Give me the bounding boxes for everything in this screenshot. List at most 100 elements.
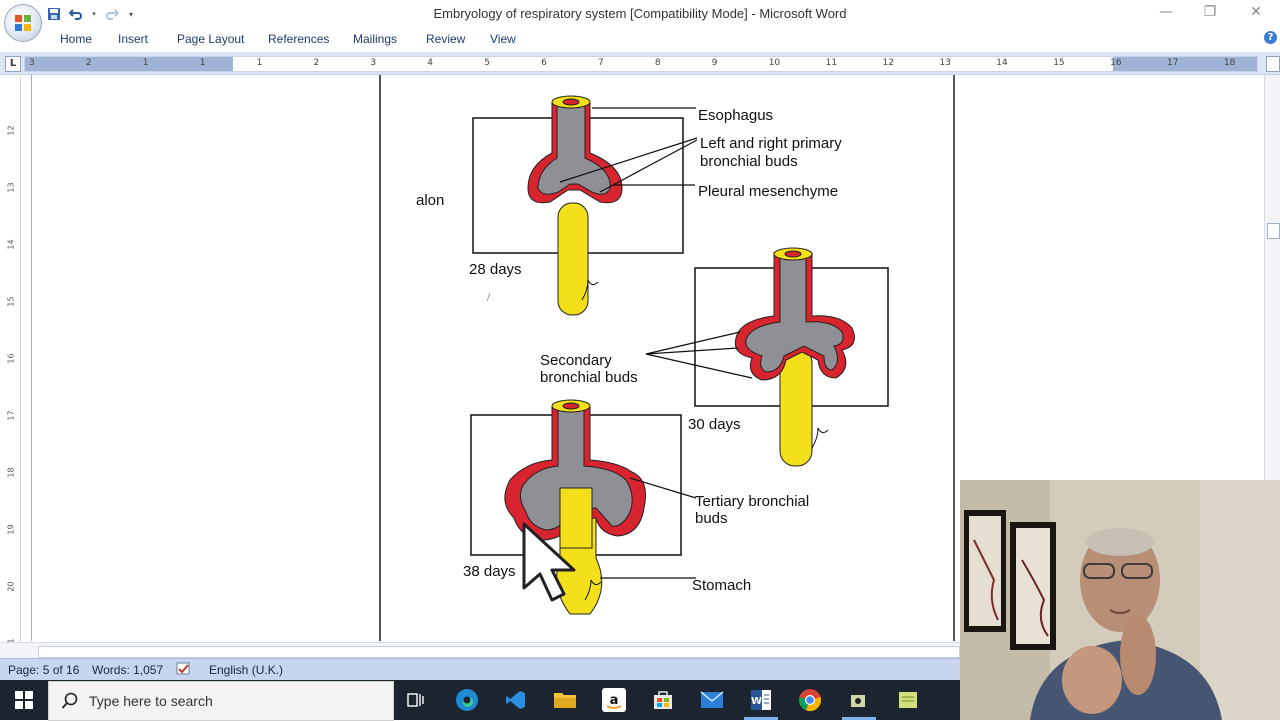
- page-edge-left: [379, 75, 381, 641]
- ruler-number: 14: [6, 239, 16, 250]
- word-active-indicator: [744, 717, 778, 720]
- ruler-number: 15: [6, 296, 16, 307]
- status-page[interactable]: Page: 5 of 16: [8, 663, 80, 677]
- label-primary-buds-2: bronchial buds: [700, 153, 798, 170]
- ruler-number: 5: [484, 58, 490, 68]
- ruler-number: 18: [6, 467, 16, 478]
- ruler-number: 14: [996, 58, 1008, 68]
- page-edge-left-prev: [31, 75, 32, 641]
- redo-icon[interactable]: [104, 6, 120, 22]
- ruler-number: 1: [256, 58, 263, 68]
- horizontal-scroll-thumb[interactable]: [38, 646, 960, 658]
- ruler-number: 11: [825, 58, 838, 68]
- ruler-number: 18: [1223, 58, 1236, 68]
- label-primary-buds-1: Left and right primary: [700, 135, 842, 152]
- status-language[interactable]: English (U.K.): [209, 663, 284, 677]
- ruler-number: 1: [199, 58, 206, 68]
- help-icon[interactable]: ?: [1264, 31, 1277, 44]
- word-icon[interactable]: W: [747, 686, 775, 714]
- gut-28-days: [557, 202, 589, 316]
- mouse-cursor-icon: [522, 522, 576, 602]
- horizontal-scrollbar[interactable]: [0, 642, 960, 659]
- title-bar: [0, 0, 1280, 28]
- lung-development-figure: [470, 95, 889, 615]
- vertical-ruler[interactable]: 12131415161718192021: [4, 76, 21, 649]
- edge-icon[interactable]: [453, 686, 481, 714]
- primary-buds-endoderm: [537, 101, 611, 195]
- quick-access-toolbar: ▾ ▾: [46, 5, 136, 23]
- label-secondary-buds-1: Secondary: [540, 352, 612, 369]
- tab-mailings[interactable]: Mailings: [353, 32, 398, 46]
- webcam-overlay: [960, 480, 1280, 720]
- restore-button[interactable]: ❐: [1203, 4, 1217, 20]
- tab-review[interactable]: Review: [426, 32, 466, 46]
- ruler-number: 7: [598, 58, 604, 68]
- presenter-video-frame: [960, 480, 1280, 720]
- label-tertiary-buds-2: buds: [695, 510, 728, 527]
- ruler-number: 20: [6, 581, 16, 592]
- search-icon: [61, 692, 78, 709]
- ruler-number: 2: [313, 58, 320, 68]
- status-words[interactable]: Words: 1,057: [92, 663, 164, 677]
- ruler-number: 3: [29, 58, 35, 68]
- ruler-number: 1: [142, 58, 149, 68]
- ruler-number: 17: [1167, 58, 1179, 68]
- customize-qat-icon[interactable]: ▾: [128, 9, 133, 19]
- label-secondary-buds-2: bronchial buds: [540, 369, 638, 386]
- office-button[interactable]: [4, 4, 42, 42]
- camera-app-icon[interactable]: [845, 686, 873, 714]
- file-explorer-icon[interactable]: [551, 686, 579, 714]
- microsoft-store-icon[interactable]: [649, 686, 677, 714]
- tab-references[interactable]: References: [268, 32, 330, 46]
- ruler-number: 12: [882, 58, 894, 68]
- office-logo-icon: [15, 15, 31, 31]
- mail-icon[interactable]: [698, 686, 726, 714]
- label-38-days: 38 days: [463, 563, 516, 580]
- tab-selector[interactable]: L: [5, 56, 21, 72]
- minimize-button[interactable]: —: [1159, 4, 1173, 20]
- svg-text:W: W: [751, 696, 762, 707]
- ruler-number: 13: [6, 182, 16, 193]
- chrome-icon[interactable]: [796, 686, 824, 714]
- ruler-number: 2: [85, 58, 92, 68]
- ruler-number: 13: [939, 58, 951, 68]
- ruler-number: 17: [6, 410, 16, 421]
- notes-app-icon[interactable]: [894, 686, 922, 714]
- tab-view[interactable]: View: [490, 32, 516, 46]
- ruler-number: 6: [541, 58, 547, 68]
- taskbar-search[interactable]: Type here to search: [48, 681, 394, 721]
- page-edge-right: [953, 75, 955, 641]
- ruler-number: 16: [1110, 58, 1122, 68]
- view-ruler-icon[interactable]: [1266, 56, 1280, 72]
- proofing-icon[interactable]: [176, 662, 192, 679]
- ruler-number: 19: [6, 524, 16, 535]
- visual-studio-icon[interactable]: [502, 686, 530, 714]
- label-30-days: 30 days: [688, 416, 741, 433]
- vertical-scroll-thumb[interactable]: [1267, 223, 1280, 239]
- ruler-number: 8: [654, 58, 661, 68]
- search-placeholder: Type here to search: [89, 693, 213, 709]
- close-button[interactable]: ✕: [1250, 4, 1262, 20]
- save-icon[interactable]: [46, 6, 62, 22]
- tab-home[interactable]: Home: [60, 32, 93, 46]
- stray-text: alon: [416, 192, 445, 209]
- undo-icon[interactable]: [68, 6, 84, 22]
- tab-page-layout[interactable]: Page Layout: [177, 32, 245, 46]
- status-bar: Page: 5 of 16 Words: 1,057 English (U.K.…: [0, 658, 960, 681]
- undo-dropdown-icon[interactable]: ▾: [92, 10, 96, 18]
- tab-insert[interactable]: Insert: [118, 32, 149, 46]
- windows-start-icon[interactable]: [0, 680, 48, 720]
- ruler-number: 3: [370, 58, 377, 68]
- ruler-number: 4: [427, 58, 434, 68]
- ribbon-tabs: Home Insert Page Layout References Maili…: [0, 28, 1280, 50]
- camera-active-indicator: [842, 717, 876, 720]
- label-esophagus: Esophagus: [698, 107, 774, 124]
- svg-text:a: a: [610, 693, 619, 708]
- label-tertiary-buds-1: Tertiary bronchial: [695, 493, 810, 510]
- label-pleural-mesenchyme: Pleural mesenchyme: [698, 183, 839, 200]
- ruler-number: 12: [6, 125, 16, 136]
- task-view-icon[interactable]: [402, 686, 430, 714]
- amazon-icon[interactable]: a: [600, 686, 628, 714]
- label-28-days: 28 days: [469, 261, 522, 278]
